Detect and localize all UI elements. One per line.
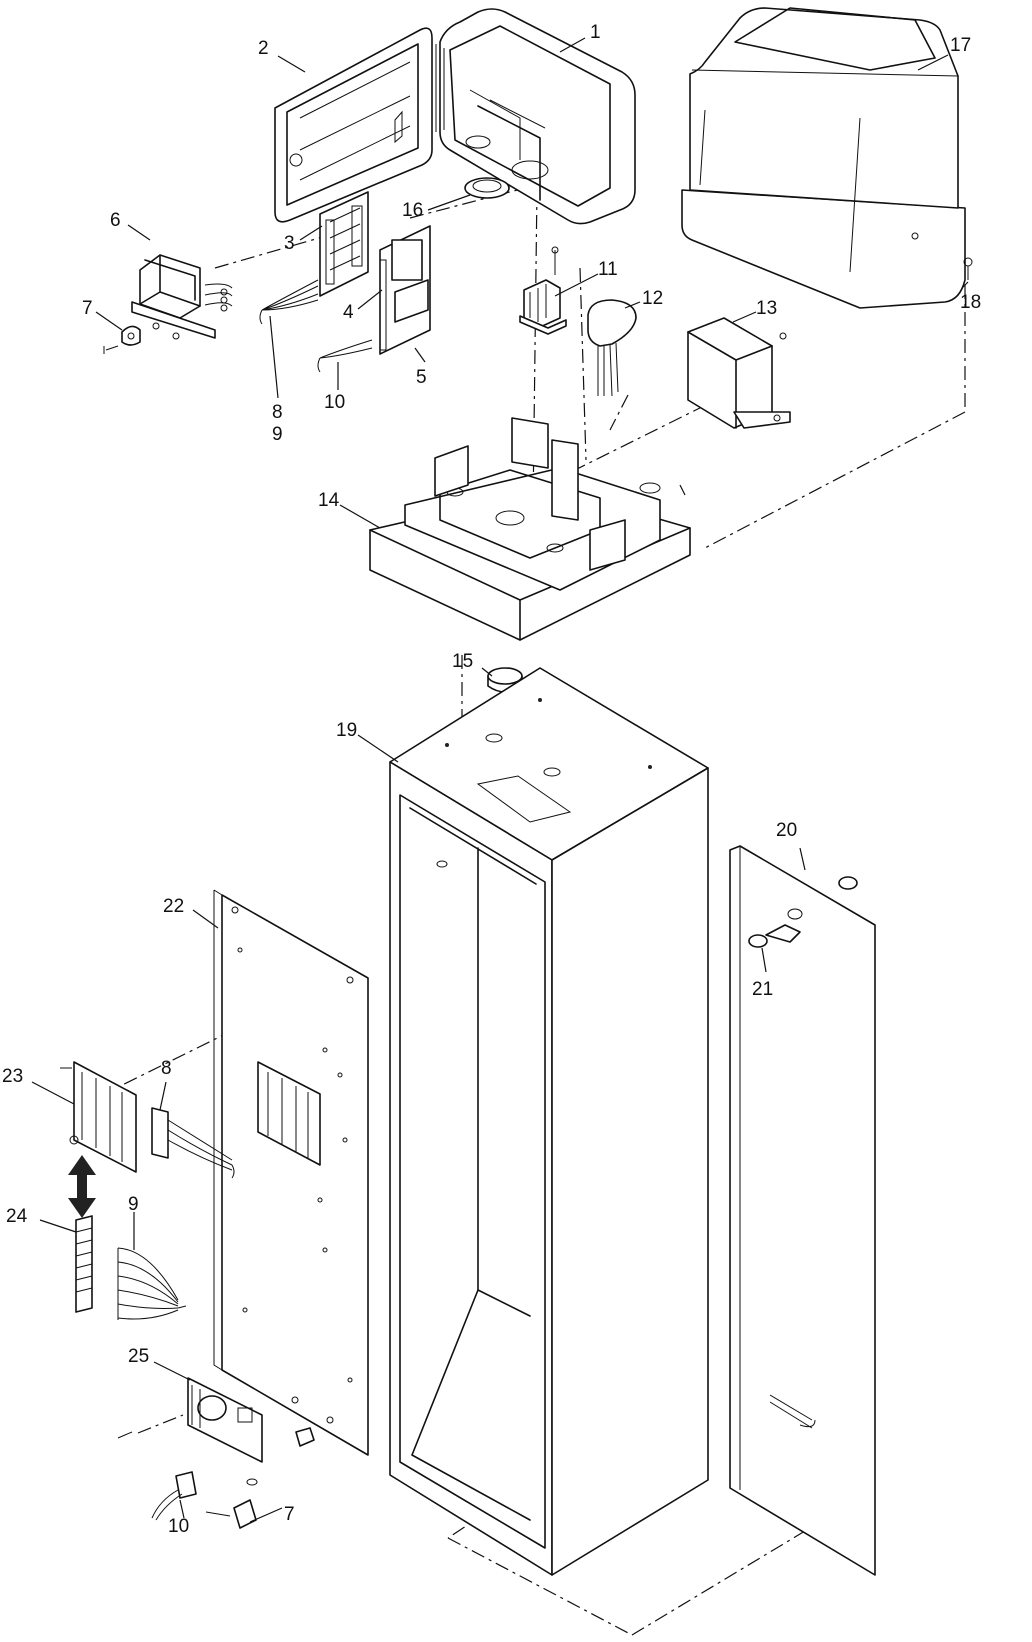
part-3-terminal-board: [319, 191, 369, 297]
callout-21: 21: [752, 979, 773, 1000]
callout-9-lower: 9: [128, 1194, 139, 1215]
callout-25: 25: [128, 1346, 149, 1367]
wire-harness-9-lower: [117, 1247, 187, 1320]
part-16-grommet: [464, 177, 510, 199]
callout-20: 20: [776, 820, 797, 841]
part-5-control-board: [379, 225, 431, 355]
part-18-screw: [963, 257, 973, 280]
callout-23: 23: [2, 1066, 23, 1087]
callout-leader-lines: [31, 37, 969, 1523]
callout-7-top: 7: [82, 298, 93, 319]
callout-1: 1: [590, 22, 601, 43]
part-25-power-board: [117, 1377, 315, 1463]
part-21-lock: [748, 908, 803, 948]
wire-harness-10-lower: [151, 1471, 197, 1521]
callout-19: 19: [336, 720, 357, 741]
part-22-mounting-plate: [213, 889, 369, 1456]
callout-labels: 1 2 3 4 5 6 7 8 9 10 11 12 13 14 15 16 1…: [2, 22, 981, 1537]
part-17-top-cover: [681, 7, 966, 309]
part-20-cabinet-door: [729, 845, 876, 1576]
part-14-base-frame: [369, 417, 691, 641]
callout-5: 5: [416, 367, 427, 388]
wire-harness-10-top: [317, 339, 373, 373]
callout-3: 3: [284, 233, 295, 254]
callout-10-lower: 10: [168, 1516, 189, 1537]
callout-17: 17: [950, 35, 971, 56]
callout-9-top: 9: [272, 424, 283, 445]
callout-6: 6: [110, 210, 121, 231]
part-7-cable-clamp-lower: [205, 1478, 258, 1529]
callout-16: 16: [402, 200, 423, 221]
callout-11: 11: [598, 259, 618, 280]
part-19-main-cabinet: [389, 667, 709, 1576]
callout-14: 14: [318, 490, 340, 511]
callout-13: 13: [756, 298, 777, 319]
part-13-cover-bracket: [687, 317, 791, 429]
callout-15: 15: [452, 651, 473, 672]
wire-harness-8-lower: [151, 1107, 235, 1179]
part-24-terminal-strip: [75, 1215, 93, 1313]
part-11-relay: [519, 246, 567, 335]
callout-18: 18: [960, 292, 981, 313]
callout-7-lower: 7: [284, 1504, 295, 1525]
callout-22: 22: [163, 896, 184, 917]
callout-4: 4: [343, 302, 354, 323]
callout-2: 2: [258, 38, 269, 59]
callout-8-top: 8: [272, 402, 283, 423]
part-1-enclosure-box: [435, 8, 636, 225]
part-12-sensor: [587, 299, 637, 397]
part-6-transformer: [131, 254, 233, 339]
double-vertical-arrow-icon: [68, 1155, 96, 1218]
callout-12: 12: [642, 288, 663, 309]
callout-24: 24: [6, 1206, 28, 1227]
wire-harness-8-9-top: [259, 279, 319, 325]
callout-10-top: 10: [324, 392, 345, 413]
callout-8-lower: 8: [161, 1058, 172, 1079]
part-23-terminal-board: [60, 1061, 137, 1173]
part-7-cable-clamp-top: [103, 322, 180, 354]
part-2-enclosure-door: [274, 27, 433, 223]
